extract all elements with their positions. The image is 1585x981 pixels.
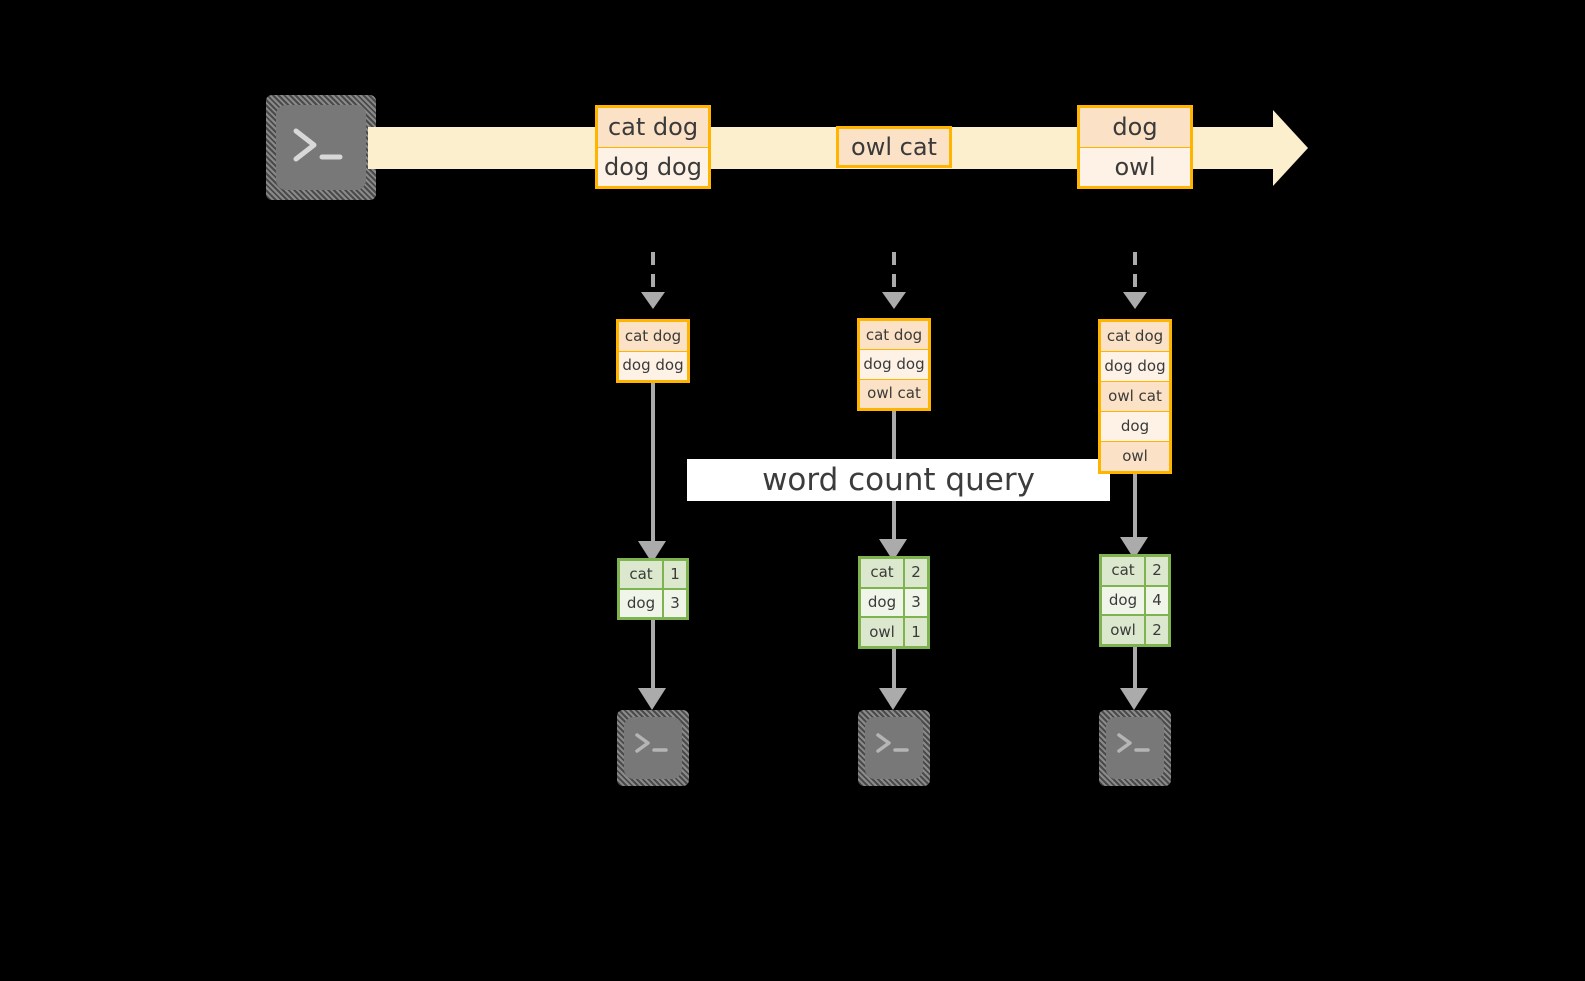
snapshot-1-sink-connector <box>651 620 655 688</box>
input-row: cat dog <box>619 322 687 352</box>
snapshot-3-input-stack-overlay: cat dog dog dog owl cat dog owl <box>1098 319 1172 474</box>
table-row: cat 2 <box>1102 557 1168 587</box>
stream-record-group-3: dog owl <box>1077 105 1193 189</box>
snapshot-2-sink-connector <box>892 649 896 688</box>
terminal-face <box>276 105 366 190</box>
input-row: dog dog <box>619 351 687 380</box>
snapshot-3-query-arrowhead-icon <box>1120 537 1148 559</box>
input-row: owl <box>1101 442 1169 471</box>
snapshot-2-result-table: cat 2 dog 3 owl 1 <box>858 556 930 649</box>
table-cell-word: dog <box>620 590 664 617</box>
snapshot-2-tap-arrowhead-icon <box>882 292 906 309</box>
stream-record-group-2: owl cat <box>836 126 952 168</box>
table-cell-word: cat <box>1102 557 1146 585</box>
snapshot-3-tap-arrowhead-icon <box>1123 292 1147 309</box>
stream-record-row: owl <box>1080 147 1190 186</box>
snapshot-1-result-table: cat 1 dog 3 <box>617 558 689 620</box>
snapshot-1-tap-arrowhead-icon <box>641 292 665 309</box>
snapshot-3-sink-terminal-icon <box>1099 710 1171 786</box>
snapshot-1-tap-connector <box>651 252 655 294</box>
table-cell-count: 1 <box>664 561 686 588</box>
table-row: owl 1 <box>861 618 927 647</box>
query-label: word count query <box>687 459 1110 501</box>
table-cell-word: cat <box>861 559 905 587</box>
table-cell-count: 2 <box>1146 616 1168 645</box>
terminal-face <box>624 717 682 779</box>
terminal-prompt-glyph <box>1117 733 1150 753</box>
snapshot-2-tap-connector <box>892 252 896 294</box>
stream-record-row: owl cat <box>839 129 949 165</box>
snapshot-1-sink-terminal-icon <box>617 710 689 786</box>
snapshot-2-sink-terminal-icon <box>858 710 930 786</box>
snapshot-1-query-arrowhead-icon <box>638 541 666 563</box>
table-cell-count: 2 <box>1146 557 1168 585</box>
snapshot-3-query-connector <box>1133 474 1137 556</box>
table-row: cat 1 <box>620 561 686 590</box>
terminal-prompt-glyph <box>876 733 909 753</box>
table-cell-word: dog <box>861 588 905 617</box>
snapshot-3-result-table: cat 2 dog 4 owl 2 <box>1099 554 1171 647</box>
table-cell-word: dog <box>1102 586 1146 615</box>
snapshot-3-tap-connector <box>1133 252 1137 294</box>
stream-record-row: cat dog <box>598 108 708 148</box>
table-row: dog 3 <box>861 588 927 619</box>
stream-record-group-1: cat dog dog dog <box>595 105 711 189</box>
terminal-prompt-glyph <box>635 733 668 753</box>
table-row: owl 2 <box>1102 616 1168 645</box>
snapshot-2-query-arrowhead-icon <box>879 539 907 561</box>
source-terminal-icon <box>266 95 376 200</box>
table-row: dog 4 <box>1102 586 1168 617</box>
query-label-text: word count query <box>762 461 1035 498</box>
table-row: dog 3 <box>620 590 686 617</box>
snapshot-3-sink-connector <box>1133 647 1137 688</box>
table-cell-word: owl <box>1102 616 1146 645</box>
input-row: cat dog <box>1101 322 1169 352</box>
table-cell-count: 3 <box>905 588 927 617</box>
stream-record-row: dog dog <box>598 147 708 186</box>
input-row: owl cat <box>860 379 928 408</box>
input-row: owl cat <box>1101 382 1169 412</box>
table-cell-word: owl <box>861 618 905 647</box>
input-row: dog dog <box>1101 352 1169 382</box>
terminal-prompt-glyph <box>293 128 343 162</box>
stream-record-row: dog <box>1080 108 1190 148</box>
snapshot-1-query-connector <box>651 383 655 559</box>
input-row: dog <box>1101 412 1169 442</box>
table-cell-word: cat <box>620 561 664 588</box>
terminal-face <box>865 717 923 779</box>
input-row: cat dog <box>860 321 928 351</box>
input-row: dog dog <box>860 350 928 380</box>
table-cell-count: 1 <box>905 618 927 647</box>
table-cell-count: 2 <box>905 559 927 587</box>
snapshot-1-input-stack: cat dog dog dog <box>616 319 690 383</box>
snapshot-2-sink-arrowhead-icon <box>879 688 907 710</box>
table-row: cat 2 <box>861 559 927 589</box>
terminal-face <box>1106 717 1164 779</box>
snapshot-3-sink-arrowhead-icon <box>1120 688 1148 710</box>
snapshot-2-input-stack: cat dog dog dog owl cat <box>857 318 931 411</box>
snapshot-1-sink-arrowhead-icon <box>638 688 666 710</box>
stream-arrowhead-icon <box>1273 110 1308 186</box>
table-cell-count: 3 <box>664 590 686 617</box>
table-cell-count: 4 <box>1146 586 1168 615</box>
